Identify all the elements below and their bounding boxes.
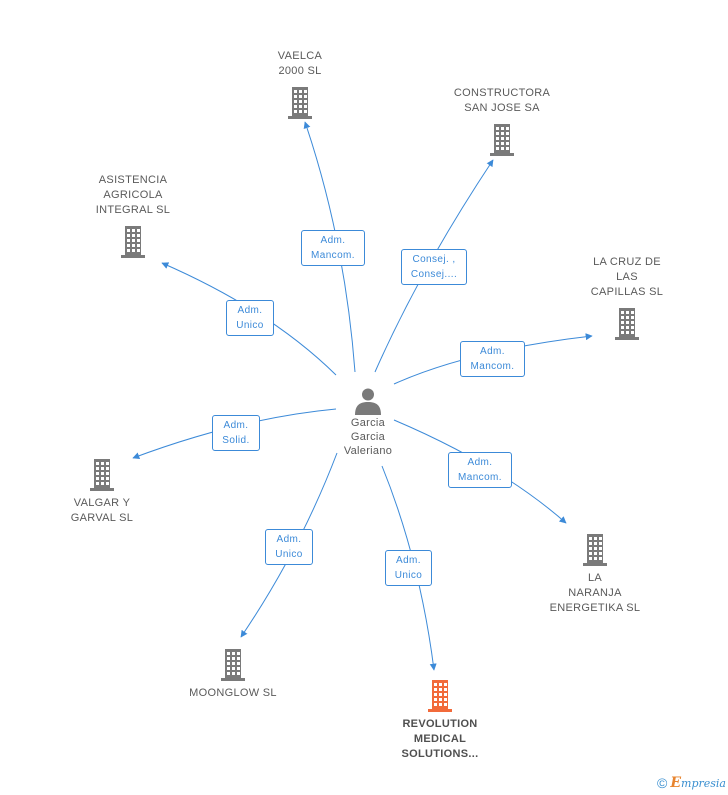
company-name: CONSTRUCTORA SAN JOSE SA [453,87,551,114]
company-node-revolution[interactable]: REVOLUTION MEDICAL SOLUTIONS... [384,677,496,762]
building-icon [178,646,288,682]
company-node-lacruz[interactable]: LA CRUZ DE LAS CAPILLAS SL [577,255,677,341]
role-badge-vaelca[interactable]: Adm. Mancom. [301,230,365,266]
copyright-footer: © Empresia [657,775,726,791]
building-icon [83,223,183,259]
role-badge-asistencia[interactable]: Adm. Unico [226,300,274,336]
person-icon [355,388,381,415]
role-badge-valgar[interactable]: Adm. Solid. [212,415,260,451]
brand-logo: Empresia [670,775,726,791]
company-node-vaelca[interactable]: VAELCA 2000 SL [250,49,350,120]
company-node-moonglow[interactable]: MOONGLOW SL [178,646,288,701]
company-name: VALGAR Y GARVAL SL [70,497,134,524]
person-name: Garcia Garcia Valeriano [343,417,393,457]
company-name: REVOLUTION MEDICAL SOLUTIONS... [401,718,479,760]
role-badge-constructora[interactable]: Consej. , Consej.... [401,249,467,285]
company-name: LA NARANJA ENERGETIKA SL [549,572,641,614]
building-icon [540,531,650,567]
company-name: MOONGLOW SL [189,687,277,699]
role-badge-revolution[interactable]: Adm. Unico [385,550,432,586]
person-node[interactable]: Garcia Garcia Valeriano [326,386,410,458]
role-badge-naranja[interactable]: Adm. Mancom. [448,452,512,488]
copyright-icon: © [656,775,668,791]
company-node-valgar[interactable]: VALGAR Y GARVAL SL [50,456,154,526]
company-name: ASISTENCIA AGRICOLA INTEGRAL SL [95,174,171,216]
company-node-naranja[interactable]: LA NARANJA ENERGETIKA SL [540,531,650,616]
company-node-asistencia[interactable]: ASISTENCIA AGRICOLA INTEGRAL SL [83,173,183,259]
company-name: LA CRUZ DE LAS CAPILLAS SL [590,256,664,298]
building-icon [447,121,557,157]
building-icon [250,84,350,120]
building-icon [384,677,496,713]
building-icon [50,456,154,492]
building-icon [577,305,677,341]
company-name: VAELCA 2000 SL [277,50,323,77]
company-node-constructora[interactable]: CONSTRUCTORA SAN JOSE SA [447,86,557,157]
role-badge-moonglow[interactable]: Adm. Unico [265,529,313,565]
role-badge-lacruz[interactable]: Adm. Mancom. [460,341,525,377]
